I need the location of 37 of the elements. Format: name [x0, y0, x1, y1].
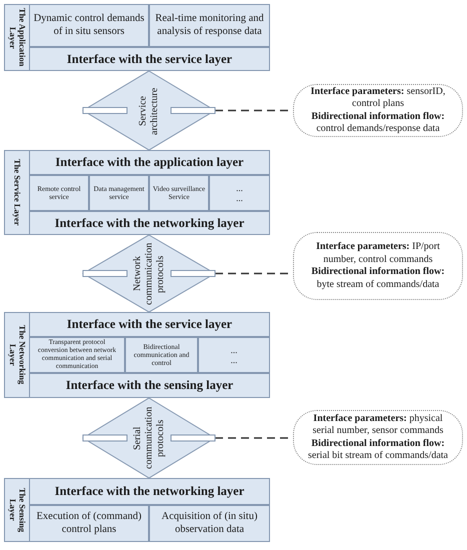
- note-text: Bidirectional information flow: serial bit stream of commands/data: [307, 438, 449, 462]
- note-text: Interface parameters: physical serial number, sensor commands: [312, 412, 444, 438]
- interface-band: [29, 312, 270, 337]
- note-bubble: [293, 232, 463, 300]
- interface-band: [29, 150, 270, 175]
- diamond-label: Service architecture: [138, 86, 160, 137]
- function-cell: Execution of (command) control plans: [29, 505, 149, 542]
- diamond-label: Serial communication protocols: [132, 406, 166, 472]
- interface-label: Interface with the networking layer: [54, 216, 244, 230]
- function-cell: Dynamic control demands of in situ sensors: [29, 4, 149, 47]
- note-text: Bidirectional information flow: byte stream of commands/data: [310, 266, 446, 291]
- interface-label: Interface with the application layer: [55, 155, 244, 170]
- note-text: Interface parameters: sensorID, control plans: [310, 86, 446, 110]
- layer-label: The Networking Layer: [8, 325, 26, 385]
- layer-label: The Service Layer: [12, 158, 22, 228]
- interface-label: Interface with the service layer: [66, 52, 232, 66]
- function-cell: ... ...: [209, 175, 270, 211]
- layer-panel: [4, 478, 270, 542]
- layer-label: The Sensing Layer: [8, 486, 26, 534]
- interface-band: [29, 373, 270, 398]
- interface-label: Interface with the service layer: [66, 317, 232, 332]
- diamond-label: Network communication protocols: [132, 241, 166, 307]
- interface-label: Interface with the sensing layer: [66, 378, 234, 393]
- function-cell: Acquisition of (in situ) observation data: [149, 505, 270, 542]
- interface-band: [29, 478, 270, 505]
- function-cell: ... ...: [198, 337, 270, 373]
- note-text: Bidirectional information flow: control demands/response data: [310, 110, 446, 136]
- interface-band: [29, 211, 270, 235]
- protocol-diamond: [83, 398, 215, 478]
- interface-band: [29, 47, 270, 71]
- note-text: Interface parameters: IP/port number, control commands: [315, 241, 441, 266]
- interface-label: Interface with the networking layer: [54, 484, 244, 499]
- layer-label: The Application Layer: [8, 7, 26, 69]
- protocol-diamond: [83, 235, 215, 312]
- layer-panel: [4, 4, 270, 71]
- function-cell: Real-time monitoring and analysis of response data: [149, 4, 270, 47]
- protocol-diamond: [83, 71, 215, 150]
